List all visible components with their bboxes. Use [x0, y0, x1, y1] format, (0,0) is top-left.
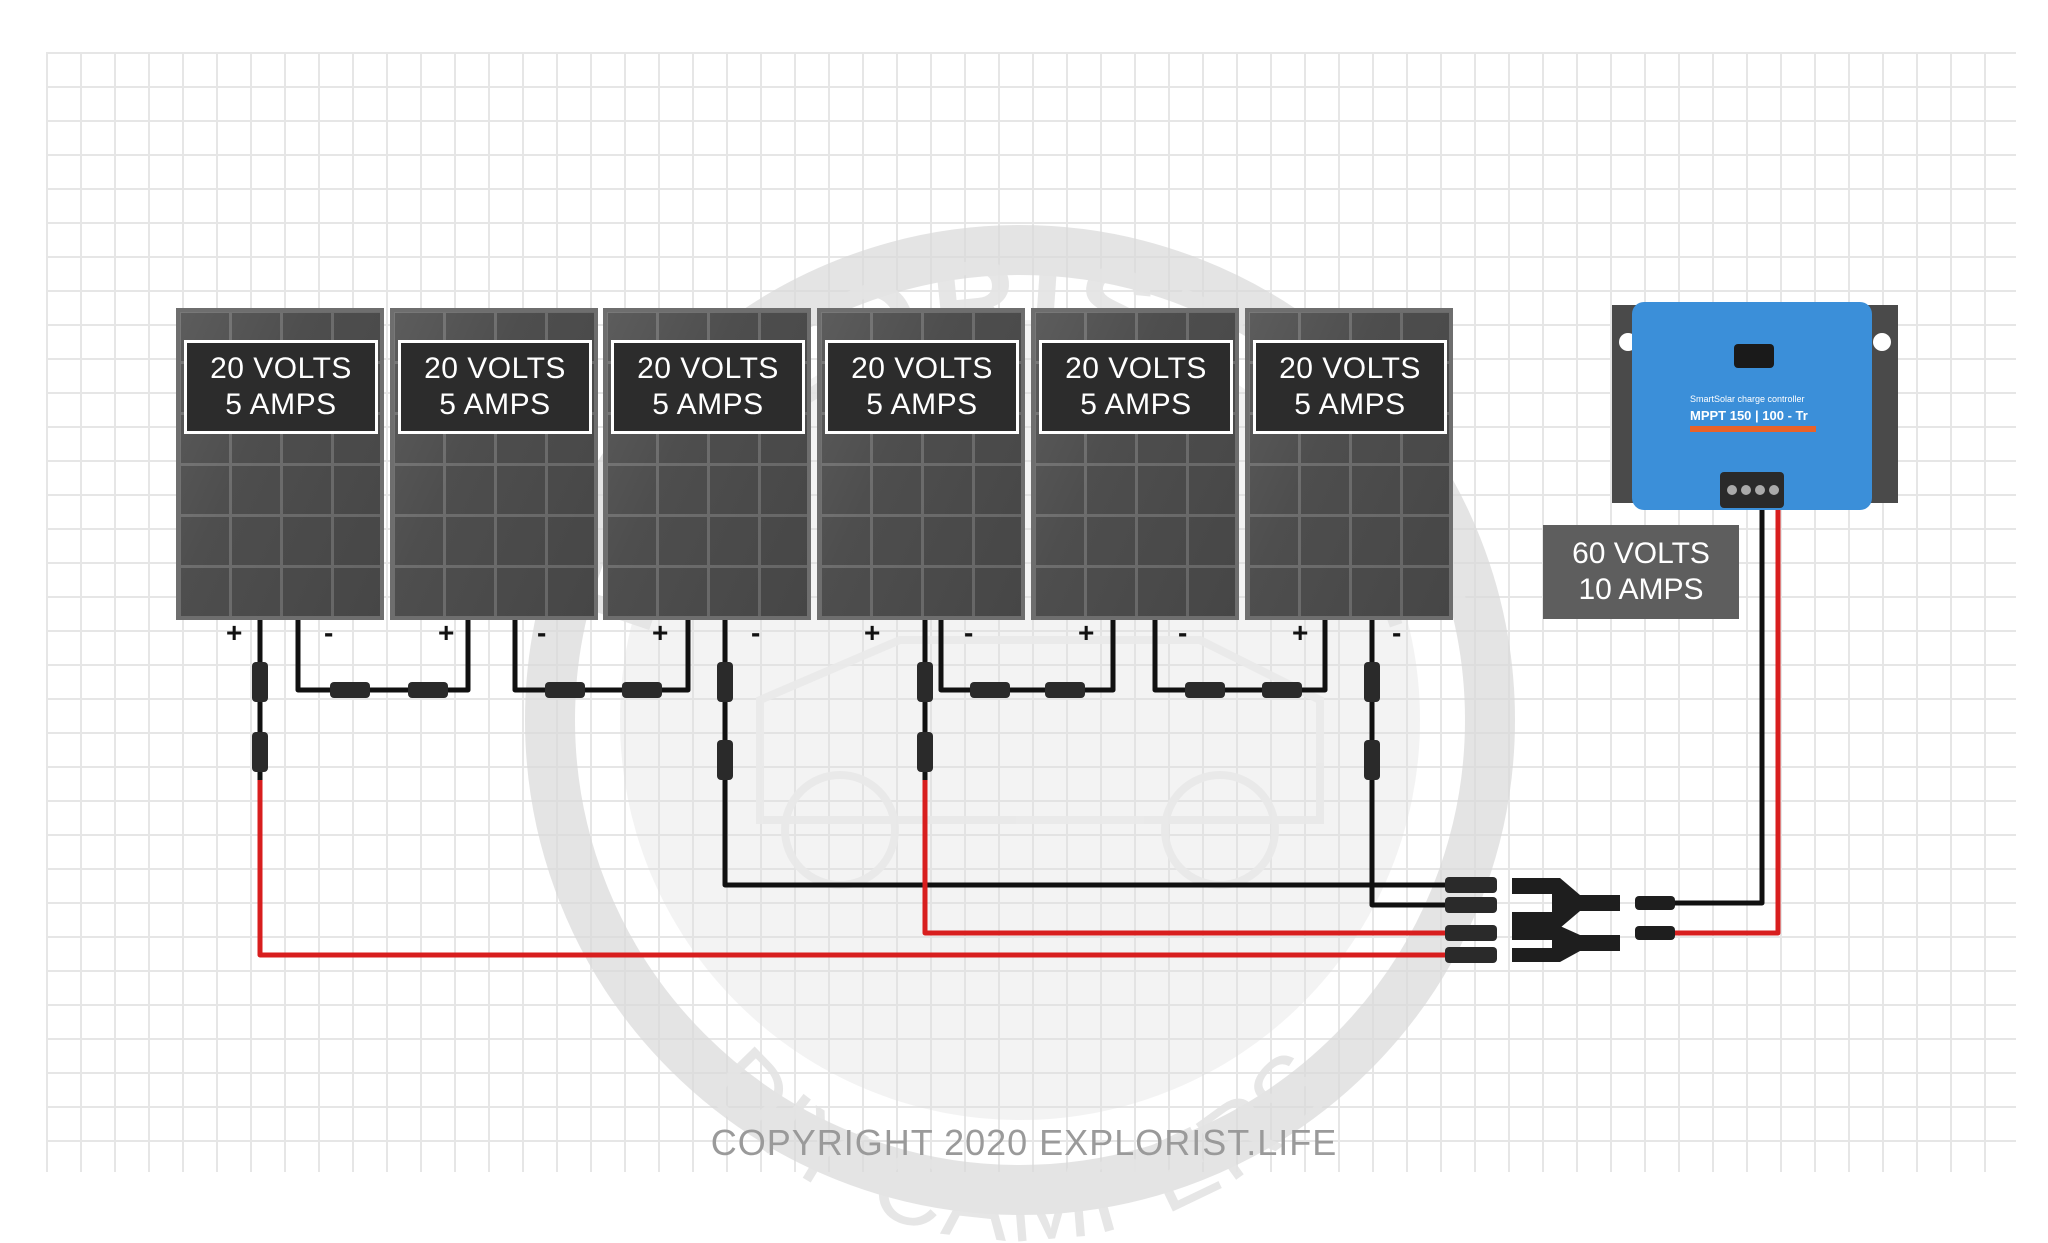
mc4-connector [1045, 682, 1085, 698]
terminal-screw-icon [1727, 485, 1737, 495]
panel-amps: 5 AMPS [866, 388, 978, 421]
terminal-minus-4: - [964, 617, 974, 648]
panel-rating-label: 20 VOLTS 5 AMPS [184, 340, 378, 434]
mc4-connector [970, 682, 1010, 698]
controller-amps: 10 AMPS [1578, 573, 1704, 606]
controller-product-line: SmartSolar charge controller [1690, 394, 1805, 404]
mc4-connector [252, 732, 268, 772]
terminal-minus-3: - [751, 617, 761, 648]
controller-positive-wire [1670, 505, 1781, 936]
panel-rating-label: 20 VOLTS 5 AMPS [825, 340, 1019, 434]
controller-terminal-block [1720, 472, 1784, 508]
mc4-connector [1364, 662, 1380, 702]
mc4-connector [717, 662, 733, 702]
mc4-connector [408, 682, 448, 698]
string2-negative-run [1369, 780, 1445, 908]
series-jumper-4 [1152, 620, 1328, 693]
mc4-connector [1364, 740, 1380, 780]
copyright-notice: COPYRIGHT 2020 EXPLORIST.LIFE [710, 1122, 1338, 1163]
panel-volts: 20 VOLTS [1279, 352, 1421, 385]
terminal-plus-3: + [652, 617, 669, 648]
mc4-connector [1445, 947, 1497, 963]
panel-volts: 20 VOLTS [851, 352, 993, 385]
panel-rating-label: 20 VOLTS 5 AMPS [1039, 340, 1233, 434]
terminal-plus-2: + [438, 617, 455, 648]
controller-model: MPPT 150 | 100 - Tr [1690, 408, 1808, 423]
series-jumper-1 [295, 620, 471, 693]
terminal-plus-5: + [1078, 617, 1095, 648]
solar-panel-6: 20 VOLTS 5 AMPS [1245, 308, 1453, 620]
mc4-connector [1635, 926, 1675, 940]
solar-panel-3: 20 VOLTS 5 AMPS [603, 308, 811, 620]
controller-rating-label: 60 VOLTS 10 AMPS [1543, 525, 1739, 619]
panel-rating-label: 20 VOLTS 5 AMPS [1253, 340, 1447, 434]
string1-positive-run [257, 780, 1445, 958]
mc4-branch-negative [1512, 878, 1620, 928]
solar-panel-4: 20 VOLTS 5 AMPS [817, 308, 1025, 620]
controller-accent-stripe [1690, 426, 1816, 432]
mount-hole-icon [1873, 333, 1891, 351]
panel-volts: 20 VOLTS [210, 352, 352, 385]
series-jumper-3 [938, 620, 1116, 693]
mc4-connector [1185, 682, 1225, 698]
mc4-connectors [252, 662, 1497, 963]
mc4-connector [917, 732, 933, 772]
mc4-connector [1635, 896, 1675, 910]
mc4-connector [252, 662, 268, 702]
mc4-connector [917, 662, 933, 702]
terminal-minus-6: - [1392, 617, 1402, 648]
panel-amps: 5 AMPS [1080, 388, 1192, 421]
solar-panel-1: 20 VOLTS 5 AMPS [176, 308, 384, 620]
mc4-connector [545, 682, 585, 698]
panel-rating-label: 20 VOLTS 5 AMPS [611, 340, 805, 434]
mc4-connector [717, 740, 733, 780]
string1-negative-run [722, 780, 1445, 888]
mc4-connector [1445, 897, 1497, 913]
panel-volts: 20 VOLTS [424, 352, 566, 385]
watermark-van-icon [756, 636, 1324, 889]
mc4-connector [622, 682, 662, 698]
controller-body [1632, 302, 1872, 510]
panel-volts: 20 VOLTS [1065, 352, 1207, 385]
panel-amps: 5 AMPS [439, 388, 551, 421]
mc4-connector [330, 682, 370, 698]
panel-rating-label: 20 VOLTS 5 AMPS [398, 340, 592, 434]
controller-negative-wire [1670, 505, 1765, 906]
controller-volts: 60 VOLTS [1572, 537, 1710, 570]
terminal-screw-icon [1755, 485, 1765, 495]
branch-connectors [1512, 878, 1675, 962]
panel-volts: 20 VOLTS [637, 352, 779, 385]
charge-controller: SmartSolar charge controller MPPT 150 | … [1612, 302, 1898, 510]
terminal-minus-1: - [324, 617, 334, 648]
terminal-plus-4: + [864, 617, 881, 648]
solar-panel-2: 20 VOLTS 5 AMPS [390, 308, 598, 620]
panel-amps: 5 AMPS [652, 388, 764, 421]
terminal-plus-1: + [226, 617, 243, 648]
terminal-screw-icon [1741, 485, 1751, 495]
string2-positive-run [922, 780, 1445, 936]
terminal-minus-5: - [1178, 617, 1188, 648]
panel-amps: 5 AMPS [225, 388, 337, 421]
mc4-branch-positive [1512, 926, 1620, 962]
panel-amps: 5 AMPS [1294, 388, 1406, 421]
terminal-minus-2: - [537, 617, 547, 648]
terminal-screw-icon [1769, 485, 1779, 495]
series-jumper-2 [512, 620, 691, 693]
bluetooth-display-icon [1734, 344, 1774, 368]
mc4-connector [1445, 877, 1497, 893]
mc4-connector [1445, 925, 1497, 941]
terminal-plus-6: + [1292, 617, 1309, 648]
solar-panel-5: 20 VOLTS 5 AMPS [1031, 308, 1239, 620]
mc4-connector [1262, 682, 1302, 698]
